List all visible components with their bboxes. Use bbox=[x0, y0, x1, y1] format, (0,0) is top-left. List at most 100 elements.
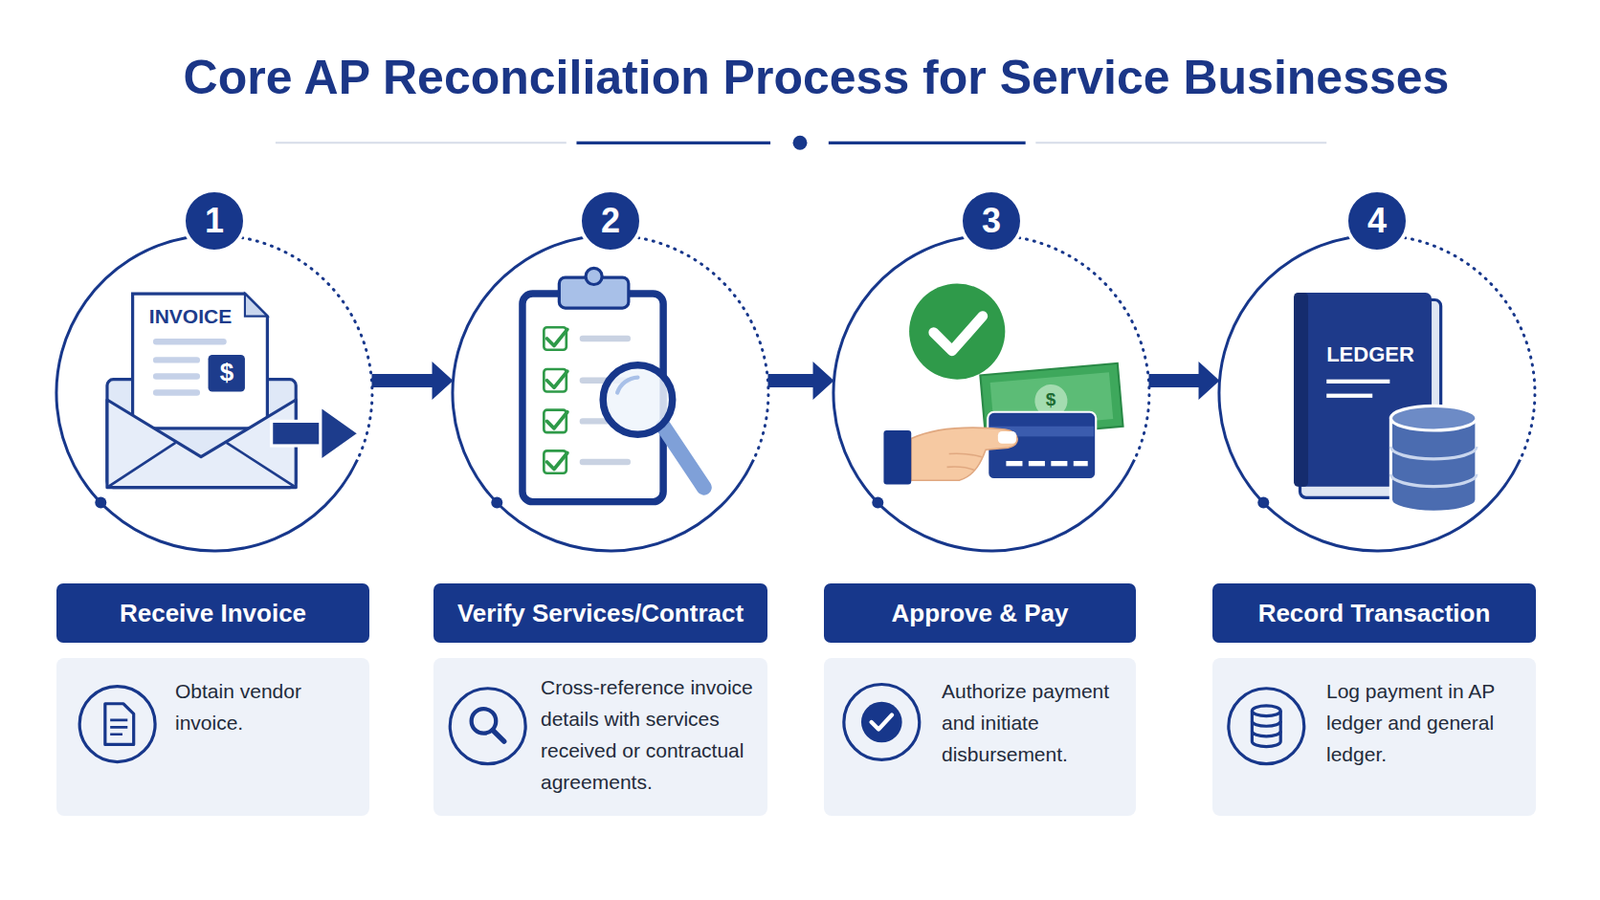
step-circle-outline bbox=[1219, 235, 1535, 552]
circle-arc bbox=[56, 235, 358, 552]
circle-arc-dotted bbox=[242, 238, 373, 461]
step-description-box: Obtain vendor invoice. bbox=[56, 658, 370, 817]
step-number-badge bbox=[960, 190, 1023, 252]
circle-arc-dotted bbox=[638, 238, 769, 461]
step-label: Record Transaction bbox=[1258, 598, 1491, 629]
step-number-badge bbox=[1346, 190, 1408, 252]
icon-ring bbox=[449, 688, 526, 765]
circle-dot bbox=[1257, 497, 1269, 510]
hand bbox=[911, 427, 1018, 481]
database-top bbox=[1390, 405, 1477, 431]
text-line bbox=[579, 335, 631, 342]
check-mark bbox=[547, 329, 568, 346]
card-number bbox=[1050, 461, 1067, 467]
circle-dot bbox=[490, 497, 503, 510]
clipboard-clip bbox=[585, 267, 602, 285]
step-description-box: Log payment in AP ledger and general led… bbox=[1212, 658, 1536, 817]
document-icon bbox=[105, 704, 134, 746]
document-icon-lines bbox=[110, 720, 128, 735]
database-body bbox=[1390, 418, 1477, 512]
step-number-badge bbox=[579, 190, 642, 252]
dollar-sign: $ bbox=[955, 389, 1147, 412]
step-circle: 2 bbox=[452, 235, 769, 552]
sleeve-cuff bbox=[883, 430, 912, 486]
thumb-nail bbox=[998, 431, 1017, 445]
title-rule bbox=[576, 141, 771, 145]
circle-arc-dotted bbox=[1019, 238, 1150, 461]
circle-dot bbox=[871, 497, 884, 510]
card-number bbox=[1028, 461, 1045, 467]
card-number bbox=[1073, 461, 1089, 467]
database-band bbox=[1390, 446, 1477, 488]
step-number: 2 bbox=[579, 190, 642, 252]
flow-arrow bbox=[371, 361, 453, 400]
cover-line bbox=[1326, 379, 1390, 384]
check-mark bbox=[547, 412, 568, 429]
title-rule bbox=[1035, 141, 1327, 144]
circle-dot bbox=[94, 497, 107, 510]
text-line bbox=[153, 389, 200, 396]
circle-arc bbox=[1219, 235, 1521, 552]
cover-line bbox=[1326, 394, 1373, 399]
icon-ring bbox=[79, 687, 156, 763]
approval-check bbox=[933, 316, 983, 352]
dollar-sign: $ bbox=[131, 357, 323, 388]
card-number bbox=[1005, 461, 1023, 467]
step-number: 4 bbox=[1346, 190, 1408, 252]
flow-arrow bbox=[767, 361, 834, 400]
step-description: Obtain vendor invoice. bbox=[175, 675, 329, 739]
step-circle-outline bbox=[833, 235, 1150, 552]
step-description: Log payment in AP ledger and general led… bbox=[1326, 675, 1509, 771]
step-circle-outline bbox=[56, 235, 373, 552]
step-circle: 4LEDGER bbox=[1219, 235, 1535, 552]
check-icon-mark bbox=[871, 714, 892, 730]
paper-fold bbox=[244, 293, 267, 316]
icon-ring bbox=[1228, 688, 1305, 765]
send-arrow bbox=[271, 421, 325, 446]
step-label-box: Receive Invoice bbox=[56, 583, 370, 644]
ledger-heading: LEDGER bbox=[1274, 342, 1467, 368]
step-number: 1 bbox=[183, 190, 245, 252]
step-number: 3 bbox=[960, 190, 1023, 252]
step-label: Verify Services/Contract bbox=[457, 598, 744, 629]
database-icon-band bbox=[1251, 721, 1281, 737]
step-description-box: Authorize payment and initiate disbursem… bbox=[823, 658, 1136, 817]
step-label: Approve & Pay bbox=[891, 598, 1069, 629]
check-icon bbox=[861, 702, 903, 744]
envelope-fold bbox=[107, 443, 296, 489]
text-line bbox=[153, 338, 227, 345]
step-description: Authorize payment and initiate disbursem… bbox=[941, 675, 1124, 771]
step-circle-outline bbox=[452, 235, 769, 552]
flow-arrow bbox=[1148, 361, 1220, 400]
title-rule bbox=[275, 141, 567, 144]
magnifier-handle bbox=[663, 426, 705, 489]
database-icon bbox=[1251, 711, 1281, 747]
magnifier-lens bbox=[602, 365, 673, 436]
send-arrow-head bbox=[320, 405, 360, 462]
envelope-front bbox=[107, 400, 296, 489]
text-line bbox=[153, 356, 200, 363]
search-icon bbox=[471, 709, 497, 734]
check-mark bbox=[547, 452, 568, 469]
circle-arc-dotted bbox=[1404, 238, 1535, 461]
diagram-title: Core AP Reconciliation Process for Servi… bbox=[95, 48, 1537, 107]
step-label-box: Approve & Pay bbox=[823, 583, 1136, 644]
book-spine bbox=[1293, 292, 1309, 488]
approval-badge bbox=[909, 283, 1005, 379]
step-description: Cross-reference invoice details with ser… bbox=[540, 671, 763, 799]
text-line bbox=[153, 373, 200, 379]
search-icon-handle bbox=[492, 730, 505, 742]
text-line bbox=[579, 459, 631, 466]
circle-arc bbox=[452, 235, 755, 552]
step-circle: 1INVOICE$ bbox=[56, 235, 373, 552]
step-circle: 3$ bbox=[833, 235, 1150, 552]
step-label-box: Verify Services/Contract bbox=[433, 583, 768, 644]
icon-ring bbox=[844, 685, 920, 761]
title-dot bbox=[793, 135, 808, 151]
database-icon-top bbox=[1251, 706, 1281, 717]
invoice-heading: INVOICE bbox=[94, 304, 287, 329]
step-label: Receive Invoice bbox=[119, 598, 307, 629]
title-rule bbox=[828, 141, 1026, 145]
circle-arc bbox=[833, 235, 1135, 552]
